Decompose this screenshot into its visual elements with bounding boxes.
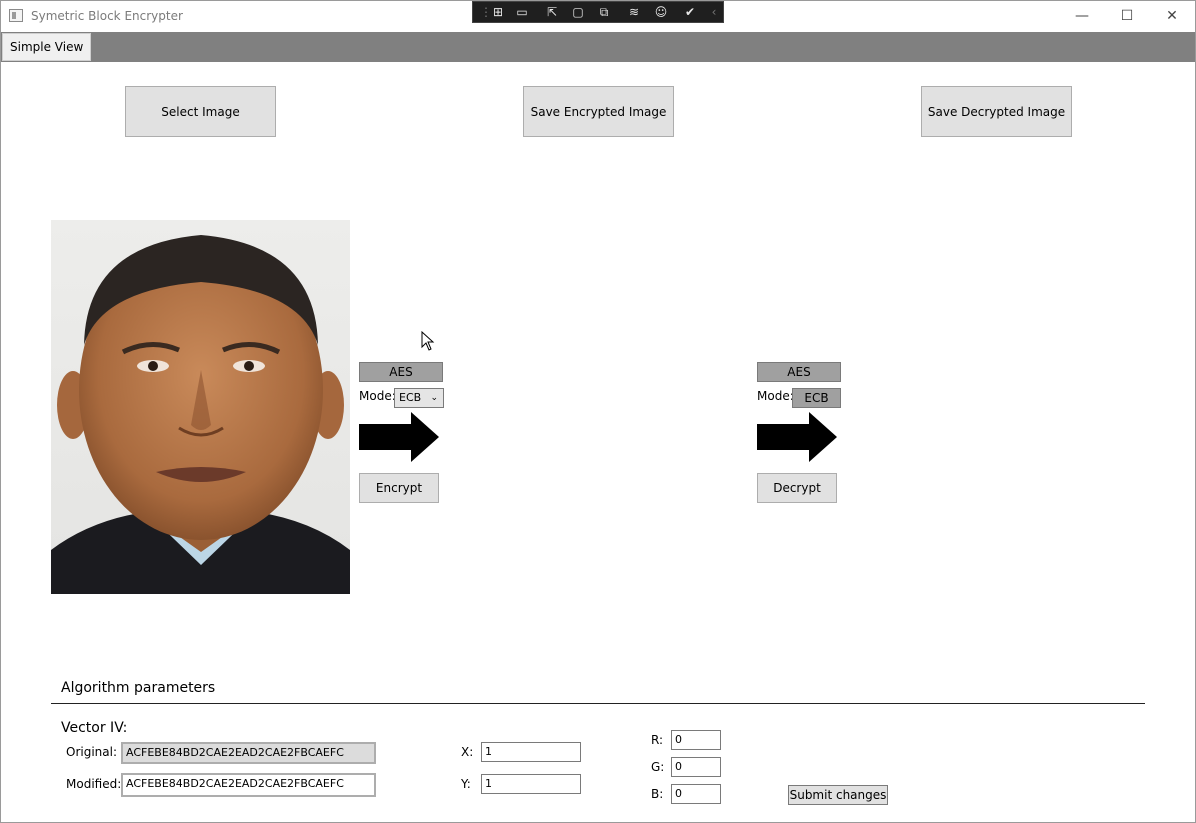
b-label: B: <box>651 787 664 801</box>
encrypt-button[interactable]: Encrypt <box>359 473 439 503</box>
submit-changes-button[interactable]: Submit changes <box>788 785 888 805</box>
hot-reload-icon[interactable]: ≋ <box>628 5 640 19</box>
chevron-down-icon: ⌄ <box>430 393 438 403</box>
decrypt-algorithm-box[interactable]: AES <box>757 362 841 382</box>
select-element-icon[interactable]: ⇱ <box>546 5 558 19</box>
save-decrypted-image-button[interactable]: Save Decrypted Image <box>921 86 1072 137</box>
decrypt-mode-label: Mode: <box>757 389 794 403</box>
menu-simple-view[interactable]: Simple View <box>2 33 92 61</box>
display-layout-icon[interactable]: ▢ <box>572 5 584 19</box>
title-bar: Symetric Block Encrypter ⋮ ⊞ ▭ ⇱ ▢ ⧉ ≋ ☺… <box>1 1 1195 32</box>
maximize-button[interactable]: ☐ <box>1120 8 1134 24</box>
y-label: Y: <box>461 777 471 791</box>
save-encrypted-image-button[interactable]: Save Encrypted Image <box>523 86 674 137</box>
app-icon <box>9 9 23 22</box>
encrypt-arrow-icon <box>359 412 439 462</box>
drag-handle-icon[interactable]: ⋮ <box>480 5 492 19</box>
accessibility-icon[interactable]: ☺ <box>654 5 668 19</box>
r-input[interactable]: 0 <box>671 730 721 750</box>
section-divider <box>51 703 1145 704</box>
portrait-picture <box>51 220 350 594</box>
vector-iv-title: Vector IV: <box>61 720 128 736</box>
g-input[interactable]: 0 <box>671 757 721 777</box>
encrypt-mode-value: ECB <box>399 391 422 404</box>
encrypt-mode-label: Mode: <box>359 389 396 403</box>
x-input[interactable]: 1 <box>481 742 581 762</box>
b-input[interactable]: 0 <box>671 784 721 804</box>
x-label: X: <box>461 745 474 759</box>
minimize-button[interactable]: — <box>1075 8 1089 24</box>
collapse-toolbar-icon[interactable]: ‹ <box>711 5 717 19</box>
close-button[interactable]: ✕ <box>1166 8 1178 24</box>
original-label: Original: <box>66 745 117 759</box>
y-input[interactable]: 1 <box>481 774 581 794</box>
algorithm-parameters-title: Algorithm parameters <box>61 680 216 696</box>
r-label: R: <box>651 733 664 747</box>
debug-toolbar: ⋮ ⊞ ▭ ⇱ ▢ ⧉ ≋ ☺ ✔ ‹ <box>472 1 724 23</box>
modified-label: Modified: <box>66 777 122 791</box>
modified-iv-field[interactable]: ACFEBE84BD2CAE2EAD2CAE2FBCAEFC <box>121 773 376 797</box>
live-tree-icon[interactable]: ⊞ <box>492 5 504 19</box>
encrypt-mode-select[interactable]: ECB ⌄ <box>394 388 444 408</box>
track-focus-icon[interactable]: ⧉ <box>599 5 609 19</box>
check-icon[interactable]: ✔ <box>684 5 696 19</box>
window-title: Symetric Block Encrypter <box>31 9 183 23</box>
g-label: G: <box>651 760 665 774</box>
menu-bar: Simple View <box>1 32 1195 62</box>
camera-icon[interactable]: ▭ <box>516 5 528 19</box>
decrypt-mode-box[interactable]: ECB <box>792 388 841 408</box>
decrypt-button[interactable]: Decrypt <box>757 473 837 503</box>
decrypt-arrow-icon <box>757 412 837 462</box>
source-image <box>51 220 350 594</box>
select-image-button[interactable]: Select Image <box>125 86 276 137</box>
mouse-cursor-icon <box>421 331 435 351</box>
encrypt-algorithm-box[interactable]: AES <box>359 362 443 382</box>
original-iv-field[interactable]: ACFEBE84BD2CAE2EAD2CAE2FBCAEFC <box>121 742 376 764</box>
